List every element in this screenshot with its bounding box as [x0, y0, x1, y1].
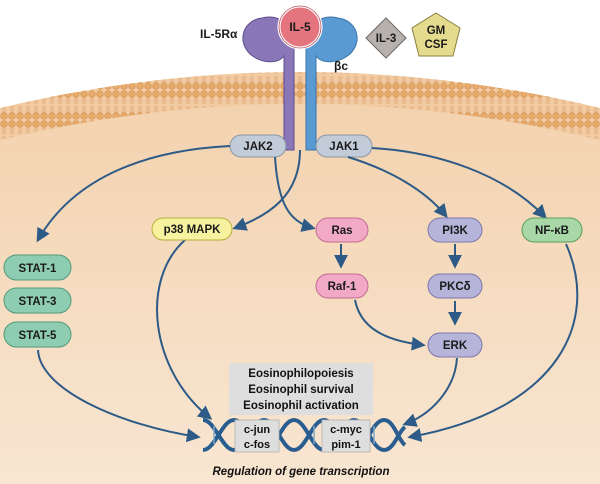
svg-text:NF-κB: NF-κB [535, 225, 569, 237]
svg-text:STAT-5: STAT-5 [19, 330, 58, 342]
stat5-node: STAT-5 [3, 321, 72, 348]
outcome-eosinophil-survival: Eosinophil survival [248, 384, 353, 396]
gene-pim-1: pim-1 [331, 439, 360, 451]
svg-text:p38 MAPK: p38 MAPK [164, 224, 222, 236]
erk-node: ERK [427, 332, 483, 358]
gmcsf-ligand: GM CSF [411, 12, 461, 57]
eosinophil-outcomes-box: Eosinophilopoiesis Eosinophil survival E… [229, 363, 373, 415]
outcome-eosinophilopoiesis: Eosinophilopoiesis [248, 368, 353, 380]
gmcsf-label-line2: CSF [425, 39, 448, 51]
il3-label: IL-3 [376, 33, 396, 45]
beta-c-label: βc [334, 59, 348, 73]
p38-mapk-node: p38 MAPK [151, 217, 233, 241]
pkcdelta-node: PKCδ [427, 273, 483, 299]
stat3-node: STAT-3 [3, 287, 72, 314]
svg-text:STAT-1: STAT-1 [19, 263, 58, 275]
svg-text:PI3K: PI3K [442, 225, 468, 237]
svg-text:ERK: ERK [443, 340, 468, 352]
svg-text:STAT-3: STAT-3 [19, 296, 57, 308]
svg-text:PKCδ: PKCδ [439, 281, 470, 293]
pi3k-node: PI3K [427, 217, 483, 243]
svg-text:JAK1: JAK1 [329, 141, 359, 153]
ras-node: Ras [315, 217, 369, 243]
il5-ligand: IL-5 [277, 4, 323, 50]
il5-ralpha-label: IL-5Rα [200, 27, 238, 41]
gene-c-myc: c-myc [330, 424, 362, 436]
il5-ligand-label: IL-5 [289, 20, 311, 34]
svg-text:Ras: Ras [331, 225, 352, 237]
jak2-node: JAK2 [229, 134, 287, 158]
gmcsf-label-line1: GM [427, 25, 446, 37]
jak1-node: JAK1 [315, 134, 373, 158]
gene-c-jun: c-jun [244, 424, 271, 436]
cytoplasm [0, 97, 600, 484]
signaling-arrows [36, 145, 579, 443]
membrane-lipids [0, 72, 600, 140]
caption-gene-transcription: Regulation of gene transcription [213, 466, 390, 478]
dna-helix: c-jun c-fos c-myc pim-1 [202, 417, 407, 453]
svg-text:JAK2: JAK2 [243, 141, 272, 153]
il3-ligand: IL-3 [365, 17, 407, 59]
stat1-node: STAT-1 [3, 254, 72, 281]
raf1-node: Raf-1 [315, 273, 369, 299]
gene-c-fos: c-fos [244, 439, 270, 451]
outcome-eosinophil-activation: Eosinophil activation [243, 400, 359, 412]
nfkb-node: NF-κB [521, 217, 583, 243]
svg-text:Raf-1: Raf-1 [328, 281, 357, 293]
